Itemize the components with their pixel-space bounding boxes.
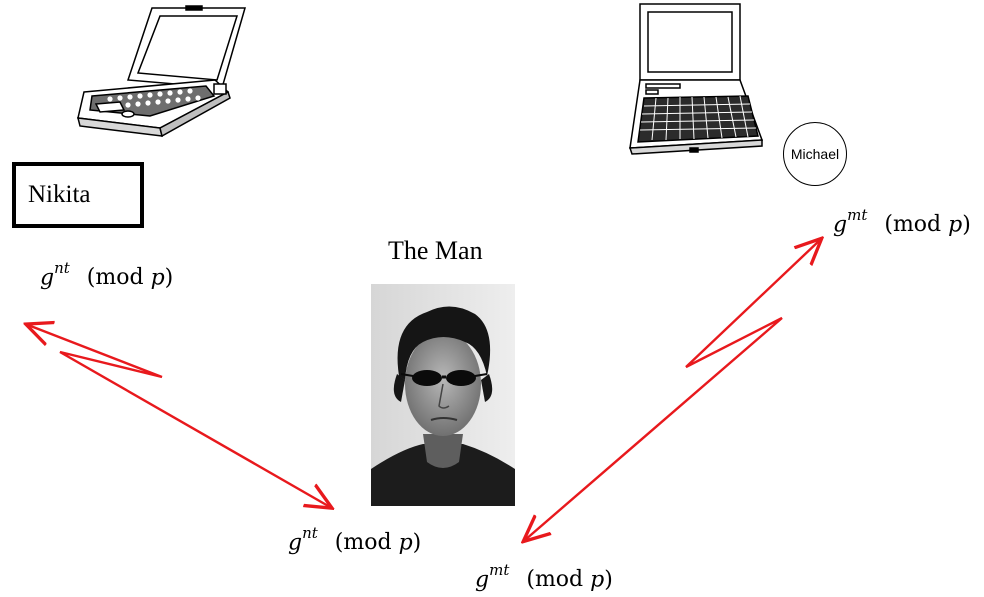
nikita-label: Nikita <box>28 181 91 208</box>
the-man-title: The Man <box>388 236 483 265</box>
michael-label: Michael <box>790 146 840 162</box>
nikita-key-label: gnt (mod p) <box>40 259 174 291</box>
michael-key-label: gmt (mod p) <box>833 206 971 238</box>
michael-arrow <box>525 240 820 540</box>
nikita-label-box: Nikita <box>12 162 144 228</box>
the-man-photo <box>371 284 515 506</box>
man-michael-key-label: gmt (mod p) <box>475 561 613 593</box>
nikita-arrow <box>28 325 330 507</box>
man-nikita-key-label: gnt (mod p) <box>288 524 422 556</box>
michael-label-circle: Michael <box>783 122 847 186</box>
